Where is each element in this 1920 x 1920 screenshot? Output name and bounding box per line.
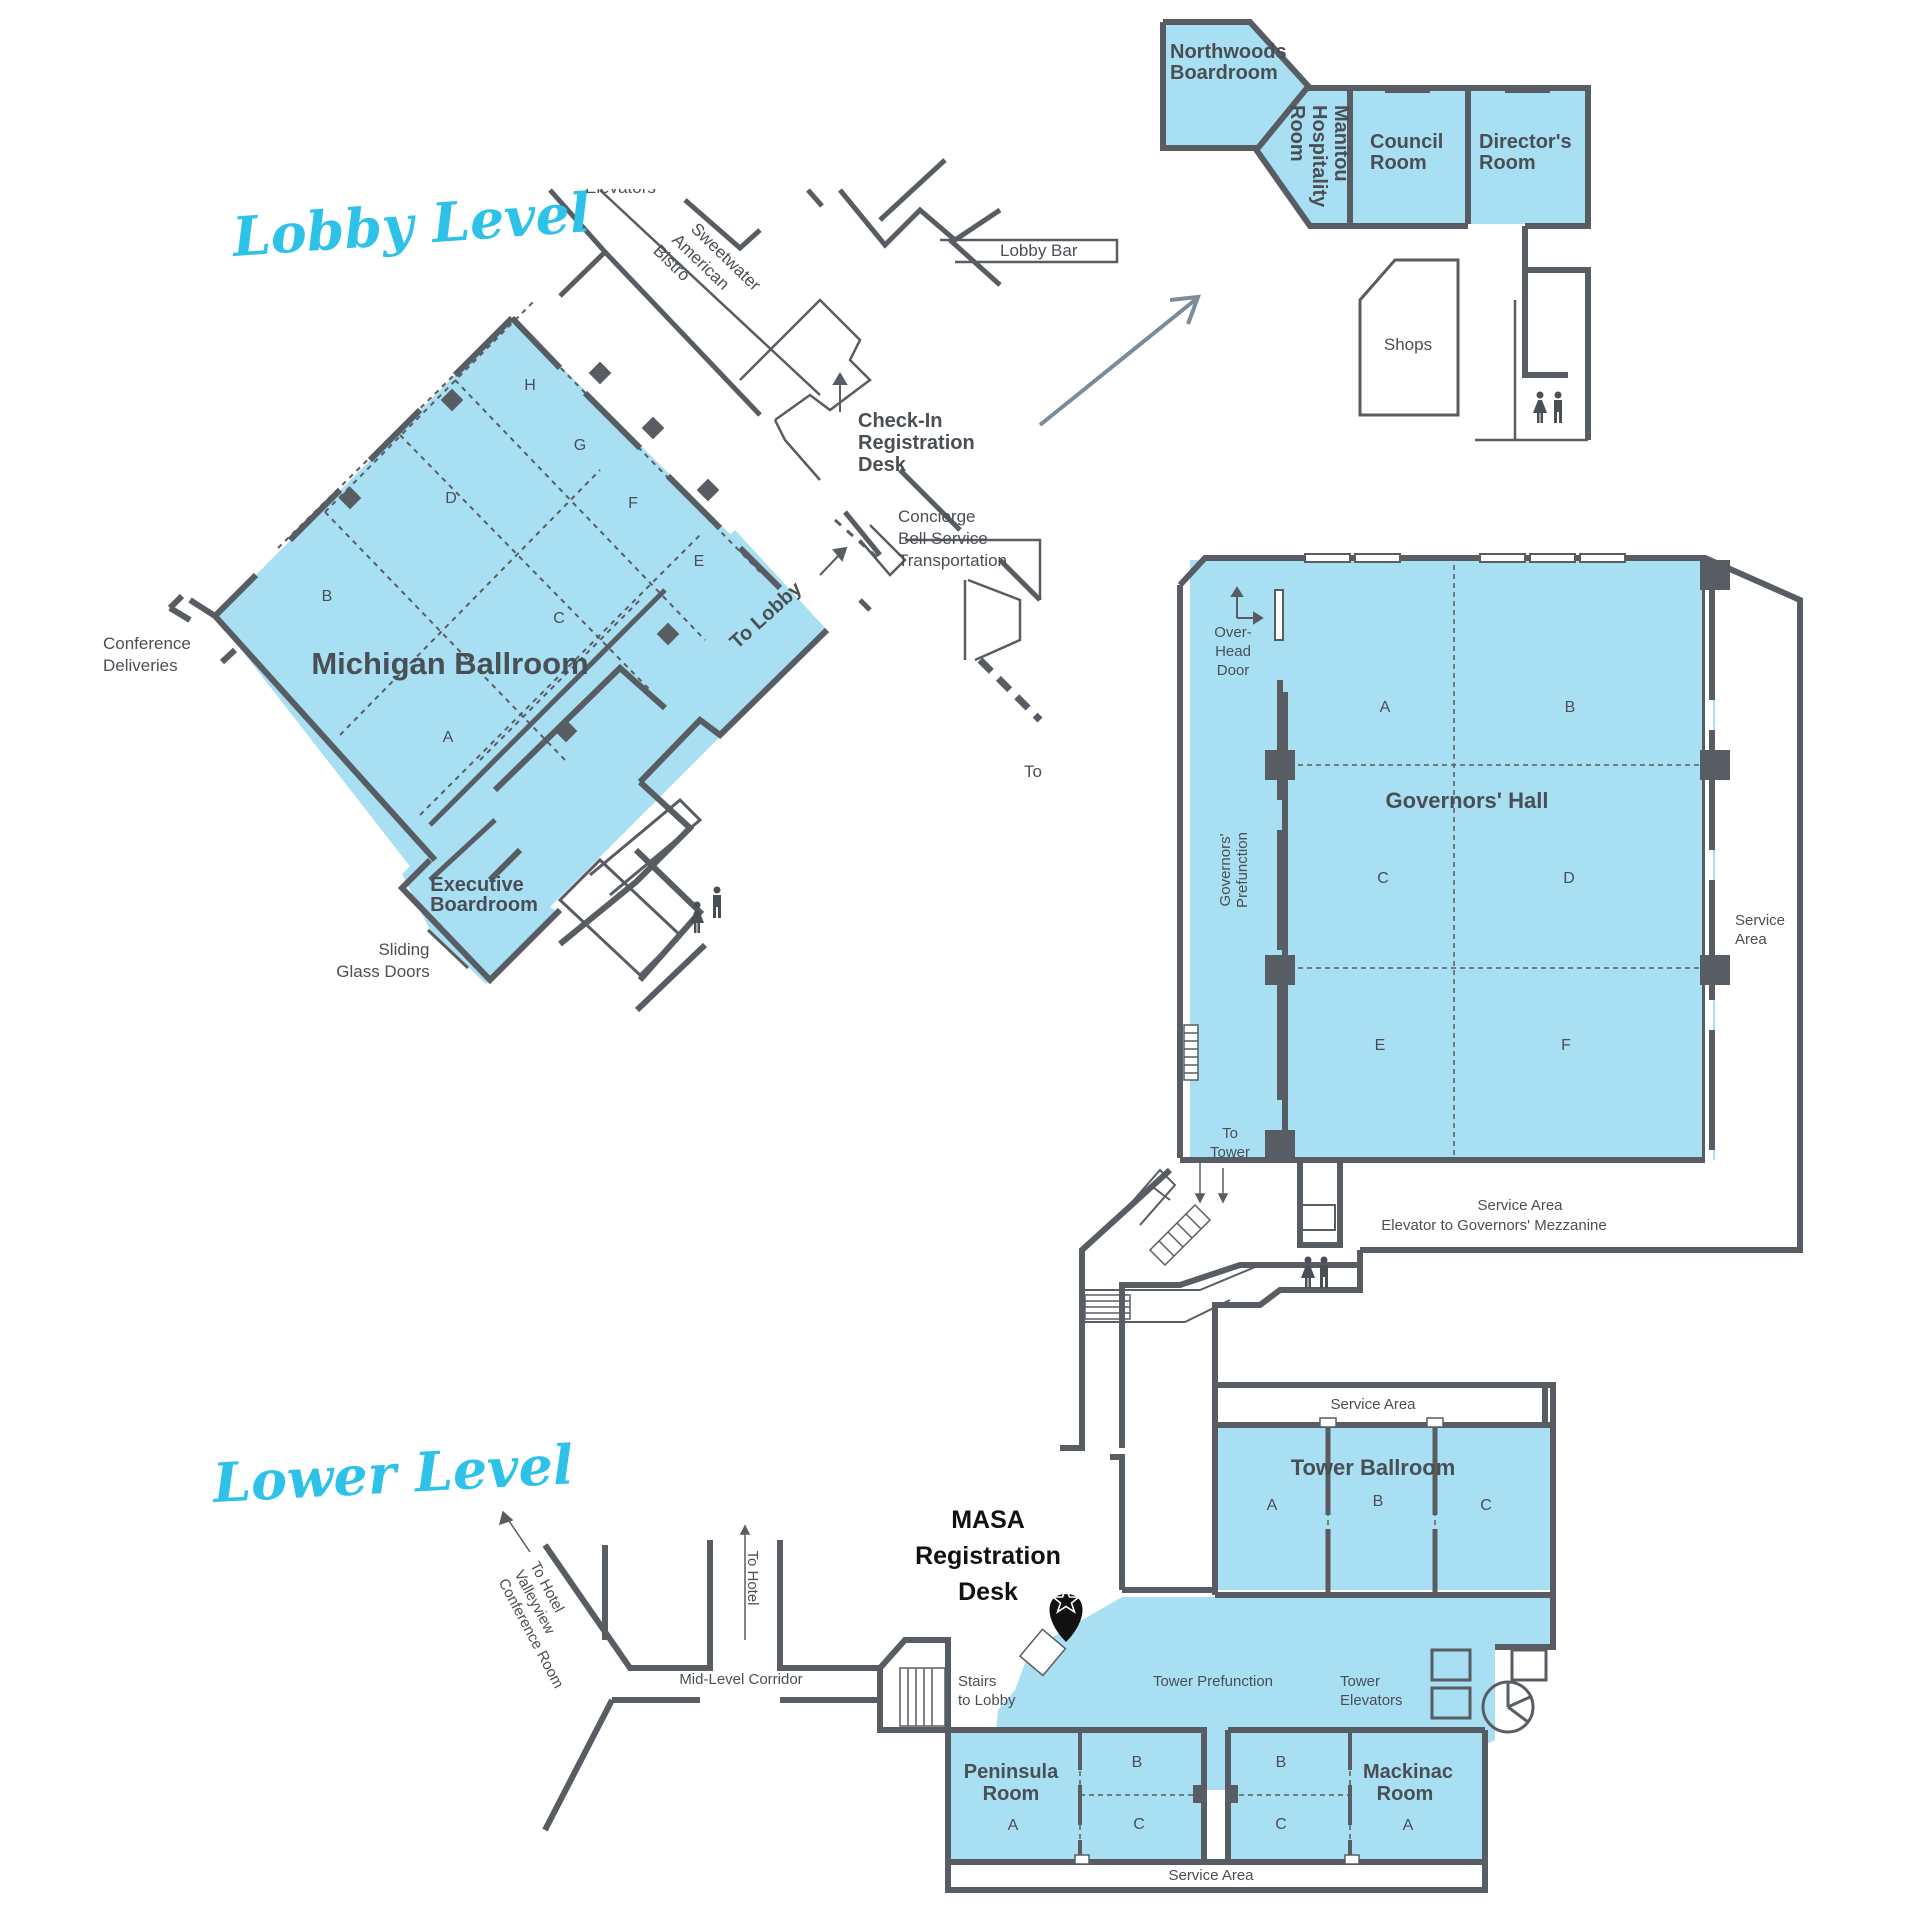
check-in-label-3[interactable]: Desk (858, 454, 907, 476)
governors-section-f: F (1561, 1037, 1571, 1054)
lower-level-plan: Lower Level Tower Ballroom A B C Service… (209, 1382, 1556, 1893)
stairs-to-lobby-label-1: Stairs (958, 1673, 996, 1690)
direction-arrow (1038, 298, 1197, 427)
service-area-right-label-2: Area (1735, 931, 1767, 948)
tower-ballroom-section-a: A (1267, 1497, 1278, 1514)
northwoods-boardroom-area[interactable] (1163, 24, 1307, 148)
mackinac-section-a: A (1403, 1817, 1414, 1834)
mackinac-room-title-2: Room (1377, 1783, 1434, 1805)
lower-level-title: Lower Level (209, 1432, 575, 1515)
to-tower-label-1: To (1222, 1125, 1238, 1142)
restroom-icon (1533, 391, 1562, 423)
tower-elevators-label-1: Tower (1340, 1673, 1380, 1690)
executive-boardroom-label-1: Executive (430, 874, 523, 896)
peninsula-room-title-2: Room (983, 1783, 1040, 1805)
restroom-icon (1301, 1256, 1328, 1288)
overhead-door-label-2: Head (1215, 643, 1251, 660)
lower-service-area-label: Service Area (1168, 1867, 1254, 1884)
mid-level-corridor-label[interactable]: Mid-Level Corridor (679, 1671, 802, 1688)
mackinac-room-title-1: Mackinac (1363, 1761, 1453, 1783)
michigan-section-d: D (445, 490, 457, 507)
manitou-label-3: Room (1286, 105, 1308, 162)
michigan-ballroom-title: Michigan Ballroom (311, 646, 588, 681)
sliding-glass-doors-label-1: Sliding (378, 940, 429, 959)
to-partial-label: To (1024, 762, 1042, 781)
direction-arrow-head (1169, 294, 1201, 325)
council-room-label-2: Room (1370, 152, 1427, 174)
tower-ballroom-title: Tower Ballroom (1291, 1455, 1456, 1480)
lobby-level-title: Lobby Level (228, 180, 592, 269)
lobby-bar-label: Lobby Bar (1000, 241, 1078, 260)
star-pin-icon[interactable] (1049, 1585, 1083, 1642)
governors-service-area-label: Service Area (1477, 1197, 1563, 1214)
elevator-mezzanine-label: Elevator to Governors' Mezzanine (1381, 1217, 1606, 1234)
governors-section-a: A (1380, 699, 1391, 716)
masa-desk-label-3[interactable]: Desk (958, 1578, 1018, 1606)
to-lobby-corridor (560, 530, 827, 782)
conference-deliveries-label-2: Deliveries (103, 656, 178, 675)
service-area-right-label-1: Service (1735, 912, 1785, 929)
michigan-section-f: F (628, 495, 638, 512)
michigan-section-g: G (574, 437, 586, 454)
shops-label: Shops (1384, 335, 1432, 354)
tower-service-area-label: Service Area (1330, 1396, 1416, 1413)
peninsula-room-area[interactable] (948, 1730, 1204, 1862)
michigan-section-e: E (694, 553, 705, 570)
check-in-label-1[interactable]: Check-In (858, 410, 942, 432)
sliding-glass-doors-label-2: Glass Doors (336, 962, 430, 981)
governors-hall-area[interactable] (1190, 560, 1715, 1160)
check-in-label-2[interactable]: Registration (858, 432, 975, 454)
governors-section-e: E (1375, 1037, 1386, 1054)
concierge-label-2: Bell Service (898, 529, 988, 548)
concierge-label-1: Concierge (898, 507, 976, 526)
lobby-level-plan: Lobby Level Michigan Ballroom A B C D E … (103, 19, 1591, 1013)
michigan-section-a: A (443, 729, 454, 746)
michigan-section-b: B (322, 588, 333, 605)
to-tower-label-2: Tower (1210, 1144, 1250, 1161)
governors-prefunction-label-2: Prefunction (1234, 832, 1251, 908)
tower-ballroom-area[interactable] (1215, 1425, 1553, 1590)
northwoods-label-1: Northwoods (1170, 41, 1287, 63)
manitou-label-1: Manitou (1330, 105, 1352, 182)
northwoods-label-2: Boardroom (1170, 62, 1278, 84)
michigan-section-c: C (553, 610, 565, 627)
masa-desk-label-1[interactable]: MASA (951, 1506, 1025, 1534)
overhead-door-label-1: Over- (1214, 624, 1252, 641)
peninsula-section-c: C (1133, 1816, 1145, 1833)
governors-section-c: C (1377, 870, 1389, 887)
to-hotel-label: To Hotel (744, 1550, 761, 1605)
peninsula-room-title-1: Peninsula (964, 1761, 1059, 1783)
peninsula-section-b: B (1132, 1754, 1143, 1771)
tower-elevators-label-2: Elevators (1340, 1692, 1403, 1709)
mackinac-section-c: C (1275, 1816, 1287, 1833)
masa-desk-label-2[interactable]: Registration (915, 1542, 1061, 1570)
governors-section-b: B (1565, 699, 1576, 716)
directors-room-area[interactable] (1468, 90, 1586, 224)
governors-prefunction-label-1: Governors' (1217, 833, 1234, 906)
mackinac-section-b: B (1276, 1754, 1287, 1771)
shops-area[interactable] (1358, 258, 1460, 417)
directors-room-label-1: Director's (1479, 131, 1572, 153)
mackinac-room-area[interactable] (1228, 1730, 1483, 1862)
governors-hall-plan: Governors' Hall A B C D E F Over- Head D… (1060, 553, 1803, 1590)
tower-ballroom-section-b: B (1373, 1493, 1384, 1510)
directors-room-label-2: Room (1479, 152, 1536, 174)
manitou-label-2: Hospitality (1308, 105, 1330, 208)
governors-hall-title: Governors' Hall (1386, 788, 1549, 813)
council-room-area[interactable] (1350, 90, 1468, 224)
tower-prefunction-label: Tower Prefunction (1153, 1673, 1273, 1690)
stairs-to-lobby-label-2: to Lobby (958, 1692, 1016, 1709)
concierge-label-3: Transportation (898, 551, 1007, 570)
executive-boardroom-label-2: Boardroom (430, 894, 538, 916)
peninsula-section-a: A (1008, 1817, 1019, 1834)
council-room-label-1: Council (1370, 131, 1443, 153)
overhead-door-label-3: Door (1217, 662, 1250, 679)
tower-ballroom-section-c: C (1480, 1497, 1492, 1514)
elevators-label-mask (560, 150, 720, 189)
michigan-section-h: H (524, 377, 536, 394)
governors-section-d: D (1563, 870, 1575, 887)
conference-deliveries-label-1: Conference (103, 634, 191, 653)
